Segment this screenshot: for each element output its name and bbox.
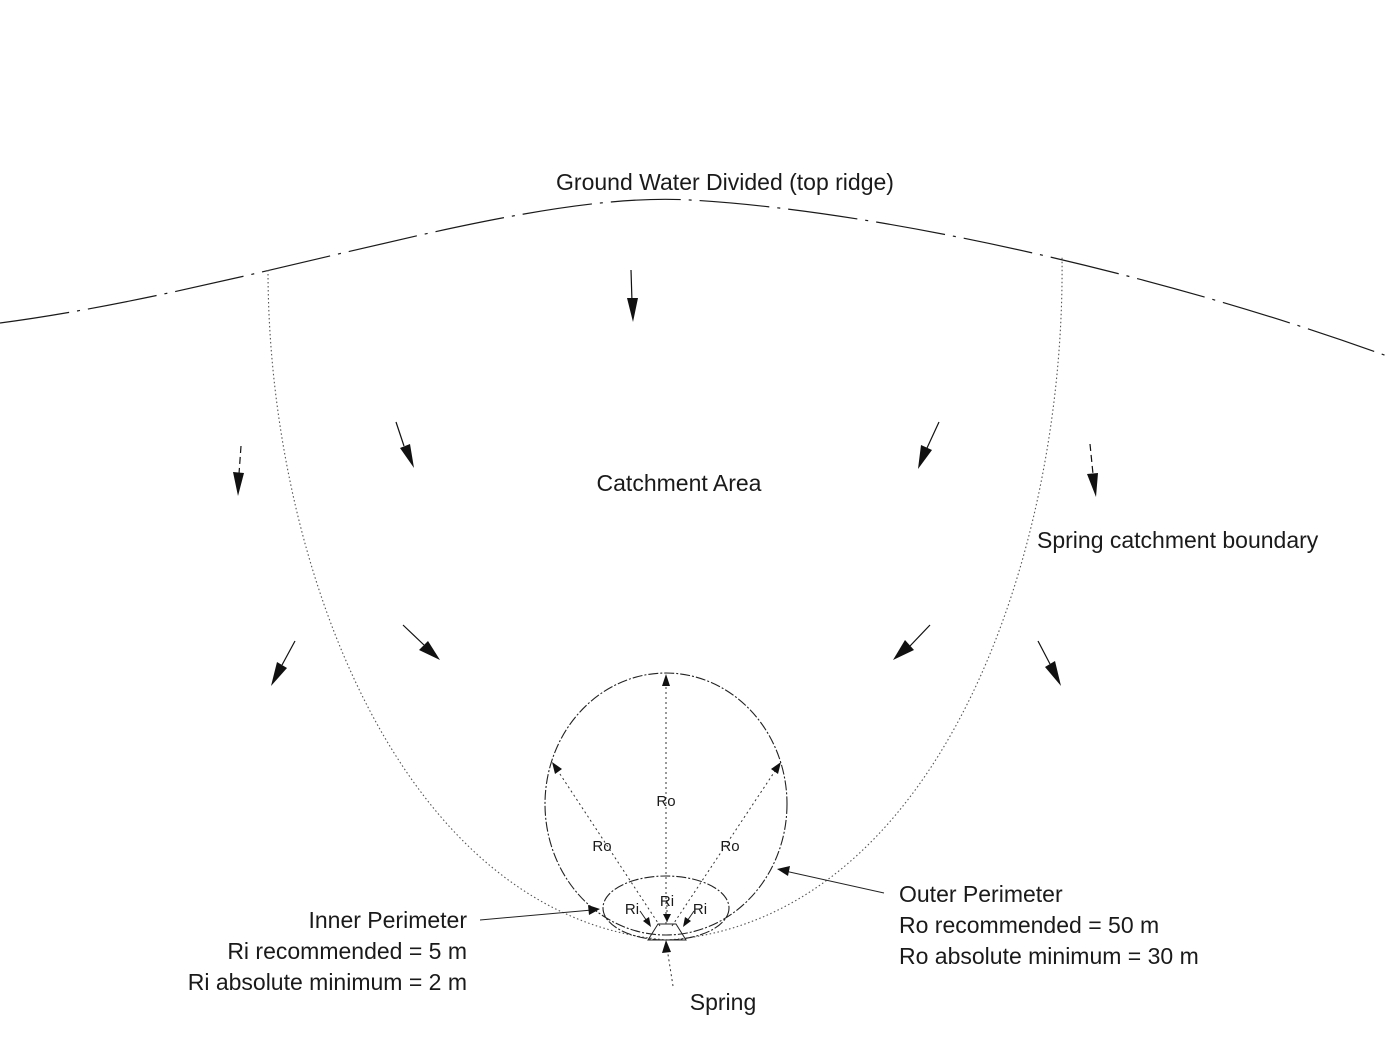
flow-arrowhead [918, 445, 932, 469]
inner-perimeter-leader [479, 909, 593, 921]
spring-leader [666, 947, 674, 987]
inner-perimeter-leader-arrowhead [588, 905, 600, 915]
ri-label-right: Ri [693, 901, 707, 918]
flow-arrows [233, 269, 1098, 686]
ri-label-left: Ri [625, 901, 639, 918]
flow-arrowhead [233, 472, 244, 496]
ro-left-arrowhead [552, 762, 562, 774]
spring-box [647, 923, 687, 941]
flow-arrow [630, 269, 633, 303]
ridge-label: Ground Water Divided (top ridge) [556, 169, 894, 195]
flow-arrow [238, 445, 242, 475]
outer-perimeter-recommended: Ro recommended = 50 m [899, 912, 1159, 938]
ri-left-arrowhead [643, 917, 651, 927]
outer-perimeter-leader [784, 870, 885, 894]
ro-label-left: Ro [592, 838, 611, 855]
ri-center-arrowhead [663, 914, 671, 922]
flow-arrowhead [400, 444, 414, 468]
flow-arrow [1037, 640, 1051, 665]
outer-perimeter-leader-arrowhead [777, 866, 790, 876]
boundary-label: Spring catchment boundary [1037, 527, 1319, 553]
outer-perimeter-minimum: Ro absolute minimum = 30 m [899, 943, 1199, 969]
ri-label-center: Ri [660, 893, 674, 910]
catchment-area-label: Catchment Area [597, 470, 762, 496]
flow-arrow [909, 624, 931, 647]
flow-arrow [926, 421, 940, 449]
spring-label: Spring [690, 989, 756, 1015]
ro-label-center: Ro [656, 793, 675, 810]
flow-arrowhead [1087, 473, 1098, 497]
ri-right-arrowhead [683, 917, 691, 927]
ro-right-arrowhead [771, 762, 781, 774]
ro-label-right: Ro [720, 838, 739, 855]
flow-arrowhead [627, 298, 638, 322]
catchment-boundary [267, 255, 1063, 941]
flow-arrow [395, 421, 405, 447]
ro-radius-right [671, 767, 778, 927]
ridge-line [0, 198, 1387, 357]
flow-arrow [281, 640, 296, 666]
outer-perimeter-title: Outer Perimeter [899, 881, 1063, 907]
flow-arrowhead [1045, 661, 1061, 686]
ro-radius-left [555, 767, 661, 927]
spring-leader-arrowhead [662, 940, 671, 953]
inner-perimeter-minimum: Ri absolute minimum = 2 m [188, 969, 467, 995]
flow-arrowhead [419, 641, 440, 660]
inner-perimeter-recommended: Ri recommended = 5 m [227, 938, 467, 964]
inner-perimeter-title: Inner Perimeter [308, 907, 467, 933]
flow-arrowhead [271, 662, 287, 686]
flow-arrow [402, 624, 425, 646]
flow-arrowhead [893, 640, 914, 660]
ro-center-arrowhead [662, 674, 670, 686]
outer-perimeter [544, 672, 788, 936]
flow-arrow [1089, 443, 1094, 475]
